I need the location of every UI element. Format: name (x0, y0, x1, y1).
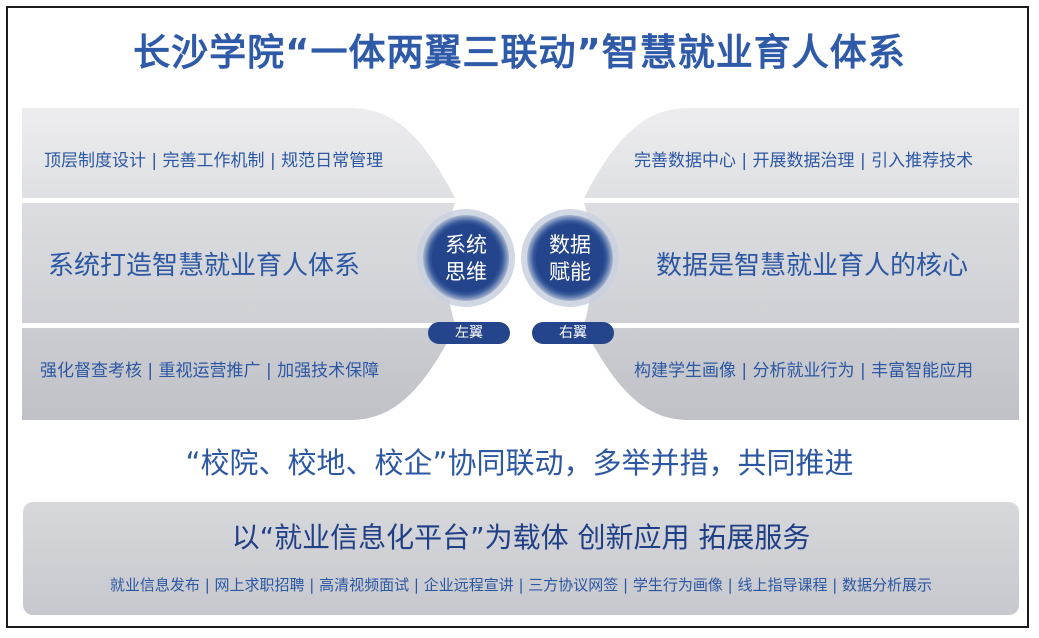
left-middle-band (22, 203, 455, 323)
right-wing-tag: 右翼 (532, 322, 614, 344)
left-middle-text: 系统打造智慧就业育人体系 (48, 251, 361, 281)
right-circle-label: 数据 赋能 (528, 232, 612, 286)
right-circle (527, 215, 613, 301)
right-top-text: 完善数据中心 | 开展数据治理 | 引入推荐技术 (634, 151, 974, 171)
platform-title: 以“就业信息化平台”为载体 创新应用 拓展服务 (231, 521, 811, 554)
platform-services: 就业信息发布 | 网上求职招聘 | 高清视频面试 | 企业远程宣讲 | 三方协议… (109, 576, 933, 594)
left-bottom-text: 强化督查考核 | 重视运营推广 | 加强技术保障 (40, 361, 380, 381)
left-circle (423, 215, 509, 301)
left-top-text: 顶层制度设计 | 完善工作机制 | 规范日常管理 (44, 151, 384, 171)
right-middle-band (584, 203, 1019, 323)
left-top-band (22, 108, 455, 198)
right-bottom-band (584, 328, 1019, 420)
left-wing-tag: 左翼 (428, 322, 510, 344)
left-bottom-band (22, 328, 455, 420)
left-circle-line1: 系统 (445, 233, 487, 257)
right-circle-line1: 数据 (549, 233, 591, 257)
right-circle-line2: 赋能 (549, 260, 591, 284)
linkage-text: “校院、校地、校企”协同联动，多举并措，共同推进 (185, 446, 854, 480)
left-circle-line2: 思维 (445, 260, 487, 284)
diagram-title: 长沙学院“一体两翼三联动”智慧就业育人体系 (133, 31, 906, 74)
right-top-band (584, 108, 1019, 198)
left-circle-label: 系统 思维 (424, 232, 508, 286)
right-bottom-text: 构建学生画像 | 分析就业行为 | 丰富智能应用 (634, 361, 974, 381)
right-middle-text: 数据是智慧就业育人的核心 (656, 251, 969, 281)
platform-box: 以“就业信息化平台”为载体 创新应用 拓展服务 就业信息发布 | 网上求职招聘 … (23, 502, 1019, 615)
